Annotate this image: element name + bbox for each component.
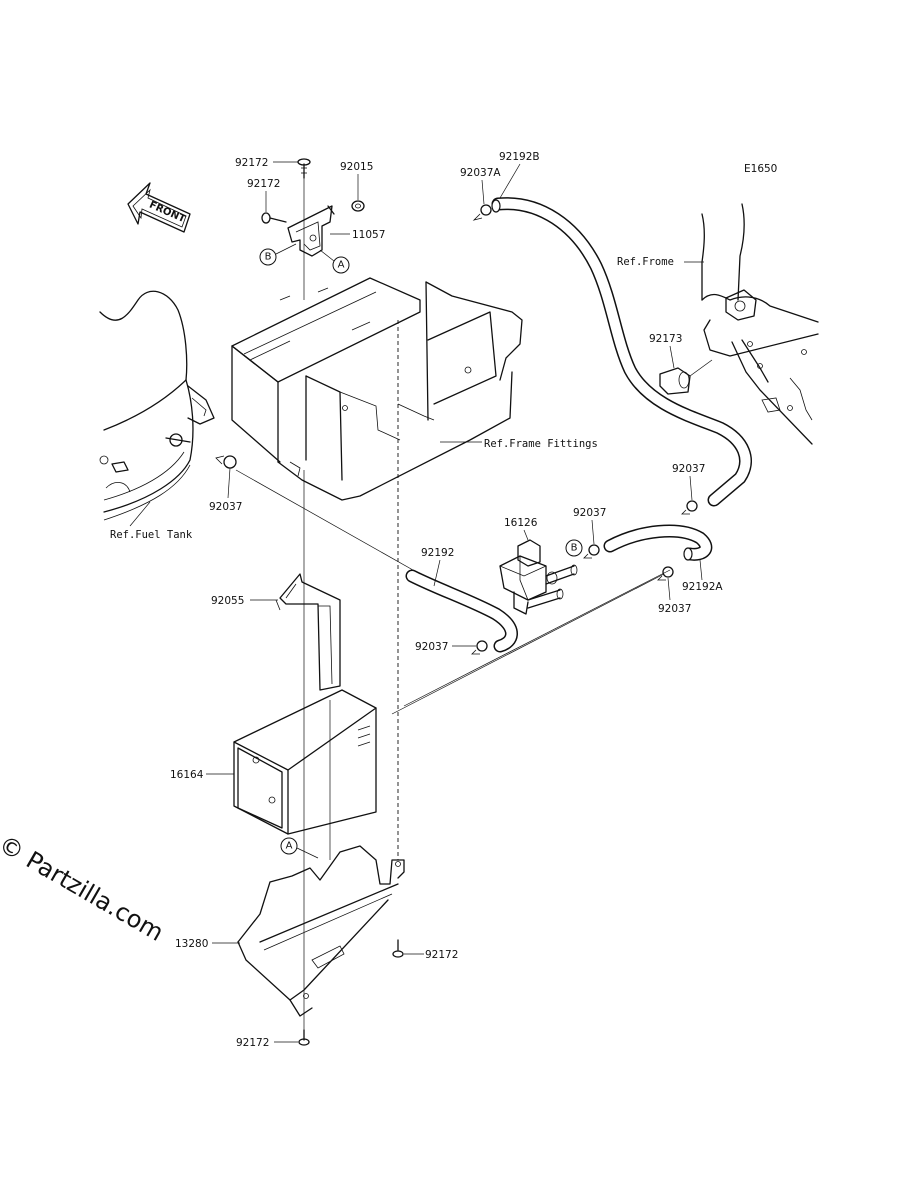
- callout-a-bracket: A: [280, 837, 319, 859]
- clamp-92037-left: [215, 455, 237, 469]
- label-92192: 92192: [421, 547, 454, 559]
- hose-92192b: [491, 197, 752, 507]
- grommet-92173: [659, 359, 713, 395]
- bracket-11057: [287, 205, 335, 257]
- hose-92192a: [603, 524, 713, 561]
- valve-16126: [499, 539, 578, 615]
- label-92172-top: 92172: [235, 157, 268, 169]
- label-92037a: 92037A: [460, 167, 501, 179]
- label-92192a: 92192A: [682, 581, 723, 593]
- route-line-canister-2: [403, 569, 671, 707]
- callout-a-top: A: [319, 249, 350, 274]
- label-92037-valve: 92037: [573, 507, 606, 519]
- label-ref-frame: Ref.Frome: [617, 256, 674, 268]
- canister-16164: [233, 689, 377, 835]
- label-92037-right-lower: 92037: [658, 603, 691, 615]
- clamp-92037-right-upper: [681, 500, 698, 515]
- label-92037-left: 92037: [209, 501, 242, 513]
- nut-92015: [351, 200, 365, 212]
- callout-b-top: B: [259, 243, 297, 266]
- label-ref-frame-fittings: Ref.Frame Fittings: [484, 438, 598, 450]
- front-arrow-icon: FRONT: [127, 182, 191, 233]
- bolt-92172-bracket-right: [392, 939, 404, 958]
- svg-text:A: A: [338, 260, 345, 271]
- clamp-92037-right-lower: [657, 566, 674, 581]
- label-11057: 11057: [352, 229, 385, 241]
- bolt-92172-second: [261, 212, 287, 224]
- clamp-92037a: [472, 204, 492, 221]
- label-92037-right-upper: 92037: [672, 463, 705, 475]
- hose-92192: [405, 569, 518, 653]
- clamp-92037-valve: [583, 544, 600, 559]
- callout-b-valve: B: [565, 539, 583, 557]
- svg-text:A: A: [286, 841, 293, 852]
- route-line-tank: [235, 469, 421, 575]
- label-92173: 92173: [649, 333, 682, 345]
- bolt-92172-top: [297, 158, 311, 179]
- label-13280: 13280: [175, 938, 208, 950]
- bolt-92172-bottom: [298, 1029, 310, 1046]
- svg-text:B: B: [571, 543, 578, 554]
- svg-text:B: B: [265, 252, 272, 263]
- bracket-13280: [237, 845, 405, 1017]
- label-ref-fuel-tank: Ref.Fuel Tank: [110, 529, 193, 541]
- band-92055: [275, 573, 341, 691]
- frame-right: [701, 203, 819, 445]
- frame-fittings-box: [231, 277, 523, 501]
- clamp-92037-bottom: [471, 640, 488, 655]
- route-line-canister: [391, 573, 665, 715]
- label-92172-bottom: 92172: [236, 1037, 269, 1049]
- label-92055: 92055: [211, 595, 244, 607]
- diagram-code: E1650: [744, 163, 777, 175]
- label-92037-bottom: 92037: [415, 641, 448, 653]
- label-92172-bracket-right: 92172: [425, 949, 458, 961]
- label-16164: 16164: [170, 769, 204, 781]
- label-92015: 92015: [340, 161, 373, 173]
- label-92192b: 92192B: [499, 151, 540, 163]
- label-92172-second: 92172: [247, 178, 280, 190]
- fuel-tank-outline: [99, 290, 215, 521]
- label-16126: 16126: [504, 517, 538, 529]
